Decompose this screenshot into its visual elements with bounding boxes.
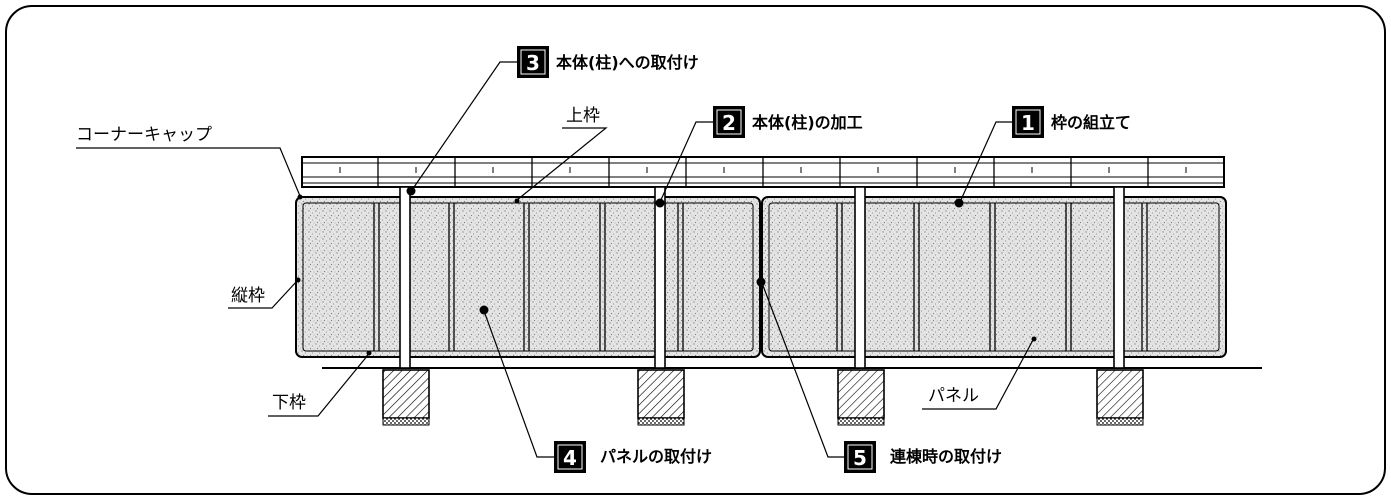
- step-5-callout: 5 連棟時の取付け: [756, 277, 1002, 473]
- svg-text:3: 3: [526, 51, 540, 75]
- diagram-border: [5, 5, 1386, 495]
- svg-text:連棟時の取付け: 連棟時の取付け: [890, 447, 1002, 466]
- svg-text:4: 4: [563, 446, 577, 470]
- posts: [399, 186, 1125, 369]
- svg-text:縦枠: 縦枠: [231, 286, 265, 306]
- svg-text:1: 1: [1021, 111, 1035, 135]
- svg-text:上枠: 上枠: [566, 106, 600, 126]
- step-3-callout: 3 本体(柱)への取付け: [406, 46, 699, 196]
- svg-text:本体(柱)の加工: 本体(柱)の加工: [752, 113, 863, 132]
- svg-text:本体(柱)への取付け: 本体(柱)への取付け: [556, 53, 699, 72]
- svg-text:2: 2: [722, 111, 736, 135]
- svg-text:枠の組立て: 枠の組立て: [1051, 113, 1131, 132]
- roof: [301, 156, 1225, 188]
- svg-text:パネルの取付け: パネルの取付け: [600, 447, 712, 466]
- svg-text:パネル: パネル: [928, 386, 979, 406]
- step-1-callout: 1 枠の組立て: [954, 106, 1131, 208]
- label-corner-cap: コーナーキャップ: [76, 125, 303, 200]
- svg-text:コーナーキャップ: コーナーキャップ: [76, 125, 212, 145]
- step-4-callout: 4 パネルの取付け: [479, 305, 712, 473]
- label-upper-frame: 上枠: [514, 106, 608, 204]
- panel-unit-left: [295, 196, 761, 358]
- label-panel: パネル: [922, 336, 1037, 410]
- label-lower-frame: 下枠: [268, 350, 372, 417]
- foundations: [382, 369, 1144, 426]
- step-2-callout: 2 本体(柱)の加工: [655, 106, 863, 208]
- panel-unit-right: [761, 196, 1227, 358]
- svg-text:5: 5: [853, 446, 867, 470]
- svg-text:下枠: 下枠: [272, 393, 306, 413]
- label-vertical-frame: 縦枠: [228, 277, 301, 309]
